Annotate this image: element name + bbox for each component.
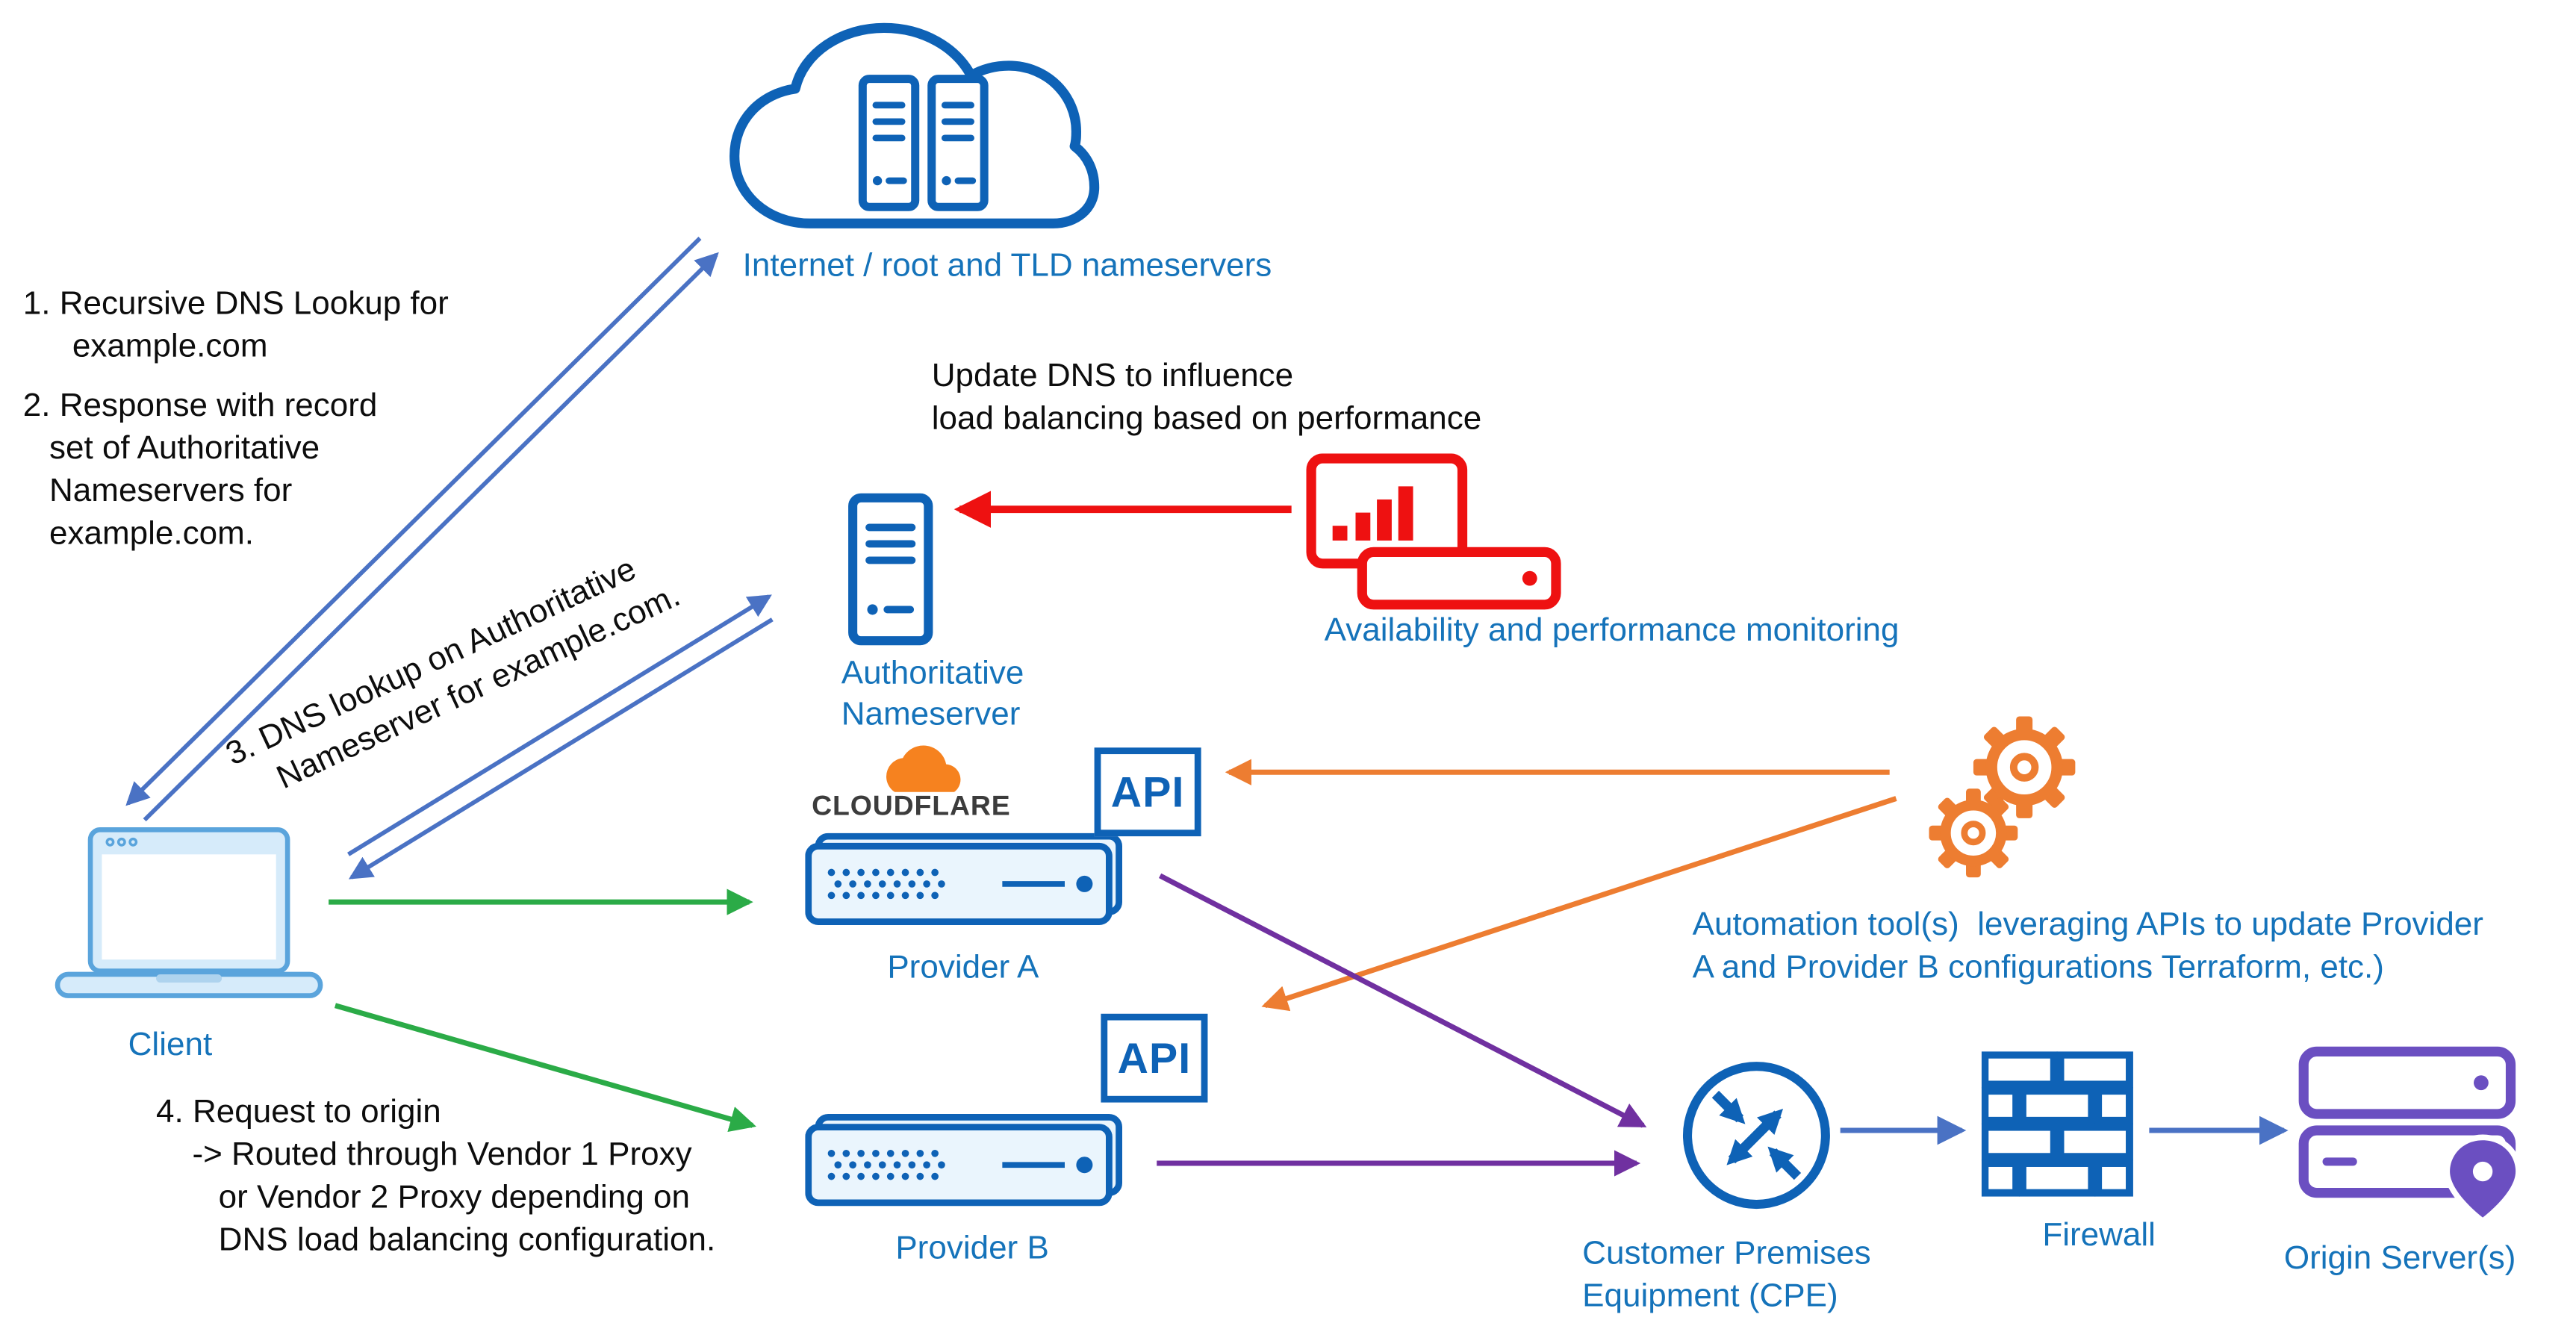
provider-a-appliance-icon <box>805 832 1125 940</box>
provider-b-label: Provider B <box>895 1230 1049 1267</box>
step2-line-1: 2. Response with record <box>22 388 378 424</box>
origin-servers-icon <box>2297 1045 2524 1234</box>
cloudflare-wordmark: CLOUDFLARE <box>812 790 1011 822</box>
appliance-dots <box>827 1149 945 1180</box>
step4-line-3: or Vendor 2 Proxy depending on <box>218 1180 690 1216</box>
gear-large <box>1973 716 2076 818</box>
authoritative-label-line-1: Authoritative <box>841 656 1024 692</box>
update-dns-annotation: Update DNS to influence load balancing b… <box>932 355 1482 440</box>
step2-line-4: example.com. <box>49 515 254 553</box>
api-box-provider-a: API <box>1094 747 1201 837</box>
cpe-label-line-1: Customer Premises <box>1582 1235 1871 1272</box>
step1-line-1: 1. Recursive DNS Lookup for <box>22 285 449 323</box>
monitoring-label: Availability and performance monitoring <box>1324 612 1900 650</box>
authoritative-label-line-2: Nameserver <box>841 697 1021 733</box>
automation-label-line-2: A and Provider B configurations Terrafor… <box>1692 949 2384 986</box>
arrow-provider-a-to-cpe <box>1159 873 1647 1128</box>
origin-label: Origin Server(s) <box>2283 1240 2516 1277</box>
step4-line-2: -> Routed through Vendor 1 Proxy <box>192 1136 692 1174</box>
provider-a-label: Provider A <box>887 949 1039 986</box>
appliance-dots <box>827 868 945 900</box>
automation-gears-icon <box>1919 713 2086 895</box>
arrow-automation-to-api-b <box>1261 796 1897 1012</box>
step4-annotation: 4. Request to origin -> Routed through V… <box>156 1091 715 1262</box>
step2-annotation: 2. Response with record set of Authorita… <box>23 385 378 555</box>
cloudflare-cloud-icon <box>886 745 961 792</box>
cloudflare-logo: CLOUDFLARE <box>812 739 1058 824</box>
internet-label: Internet / root and TLD nameservers <box>742 248 1272 284</box>
client-laptop-icon <box>55 827 327 1012</box>
firewall-label: Firewall <box>2042 1217 2156 1254</box>
cpe-router-icon <box>1679 1058 1834 1221</box>
authoritative-nameserver-icon <box>848 493 933 656</box>
step4-line-4: DNS load balancing configuration. <box>218 1222 716 1259</box>
automation-label-line-1: Automation tool(s) leveraging APIs to up… <box>1692 906 2483 944</box>
arrow-client-internet-pair <box>125 237 719 822</box>
authoritative-label: Authoritative Nameserver <box>841 654 1024 736</box>
step1-line-2: example.com <box>72 329 268 365</box>
firewall-icon <box>1981 1051 2139 1210</box>
client-label: Client <box>128 1027 213 1063</box>
update-dns-line-2: load balancing based on performance <box>931 400 1482 438</box>
gear-small <box>1929 788 2018 878</box>
step2-line-3: Nameservers for <box>49 473 293 510</box>
api-box-provider-b: API <box>1101 1013 1208 1103</box>
cpe-label: Customer Premises Equipment (CPE) <box>1582 1232 1870 1317</box>
location-pin-icon <box>2444 1134 2521 1225</box>
arrow-client-to-provider-b <box>334 1003 756 1133</box>
internet-cloud-icon <box>718 16 1110 258</box>
cloud-server-icons <box>858 75 989 211</box>
step2-line-2: set of Authoritative <box>49 430 320 467</box>
arrow-client-authns-pair <box>347 594 774 880</box>
monitoring-icon <box>1306 453 1566 623</box>
step1-annotation: 1. Recursive DNS Lookup for example.com <box>23 283 449 368</box>
provider-b-appliance-icon <box>805 1114 1125 1221</box>
step4-line-1: 4. Request to origin <box>156 1094 441 1131</box>
update-dns-line-1: Update DNS to influence <box>931 358 1294 395</box>
cpe-label-line-2: Equipment (CPE) <box>1582 1278 1838 1315</box>
automation-label: Automation tool(s) leveraging APIs to up… <box>1693 903 2483 989</box>
